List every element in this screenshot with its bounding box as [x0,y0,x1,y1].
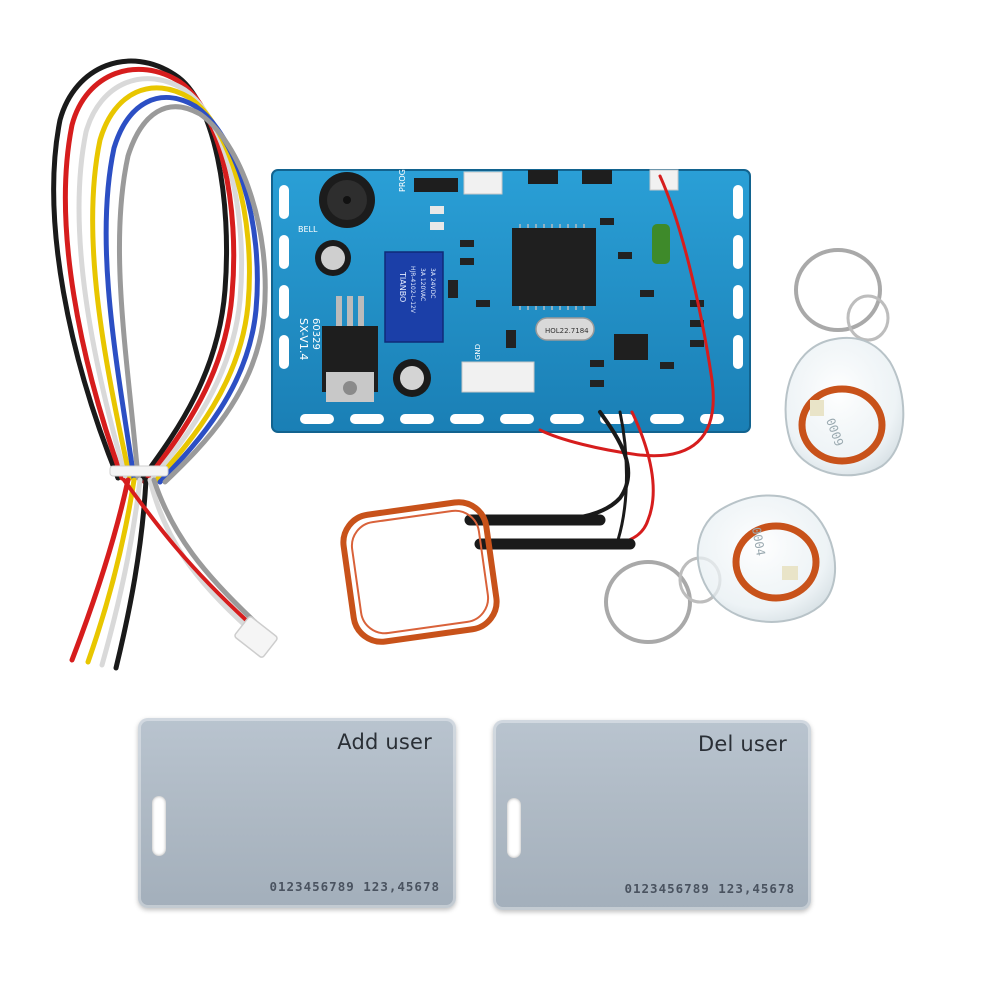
wire-connector [234,616,278,658]
antenna-leads [464,174,715,550]
card-number: 0123456789 123,45678 [624,881,795,896]
gnd-label: GND [474,344,482,360]
delete-user-card: Del user 0123456789 123,45678 [493,720,811,910]
card-slot [152,796,166,856]
relay-model-label: HJR-4102-L-12V [409,266,416,314]
prog-label: PROG [398,169,407,192]
crystal-label: HOL22.7184 [545,327,589,335]
wire-harness [51,58,268,671]
keyfob-tag-lower: 0004 [604,494,837,644]
card-title: Del user [697,732,787,756]
relay-rating2-label: 3A 24VDC [429,268,436,298]
tag-lower-engraving: 0004 [749,526,768,557]
card-slot [507,798,521,858]
antenna-coil [340,499,500,645]
keyfob-tag-upper: 0009 [784,248,905,477]
relay-brand-label: TIANBO [398,271,407,302]
relay-rating-label: 3A 120VAC [419,268,426,301]
add-user-card: Add user 0123456789 123,45678 [138,718,456,908]
bell-label: BELL [298,225,318,234]
card-title: Add user [337,730,432,754]
board-model-label: SX-V1.4 [297,318,310,360]
controller-board: SX-V1.4 60329 PROG BELL GND HOL22.7184 T… [271,169,751,433]
card-number: 0123456789 123,45678 [269,879,440,894]
board-date-label: 60329 [310,318,321,350]
